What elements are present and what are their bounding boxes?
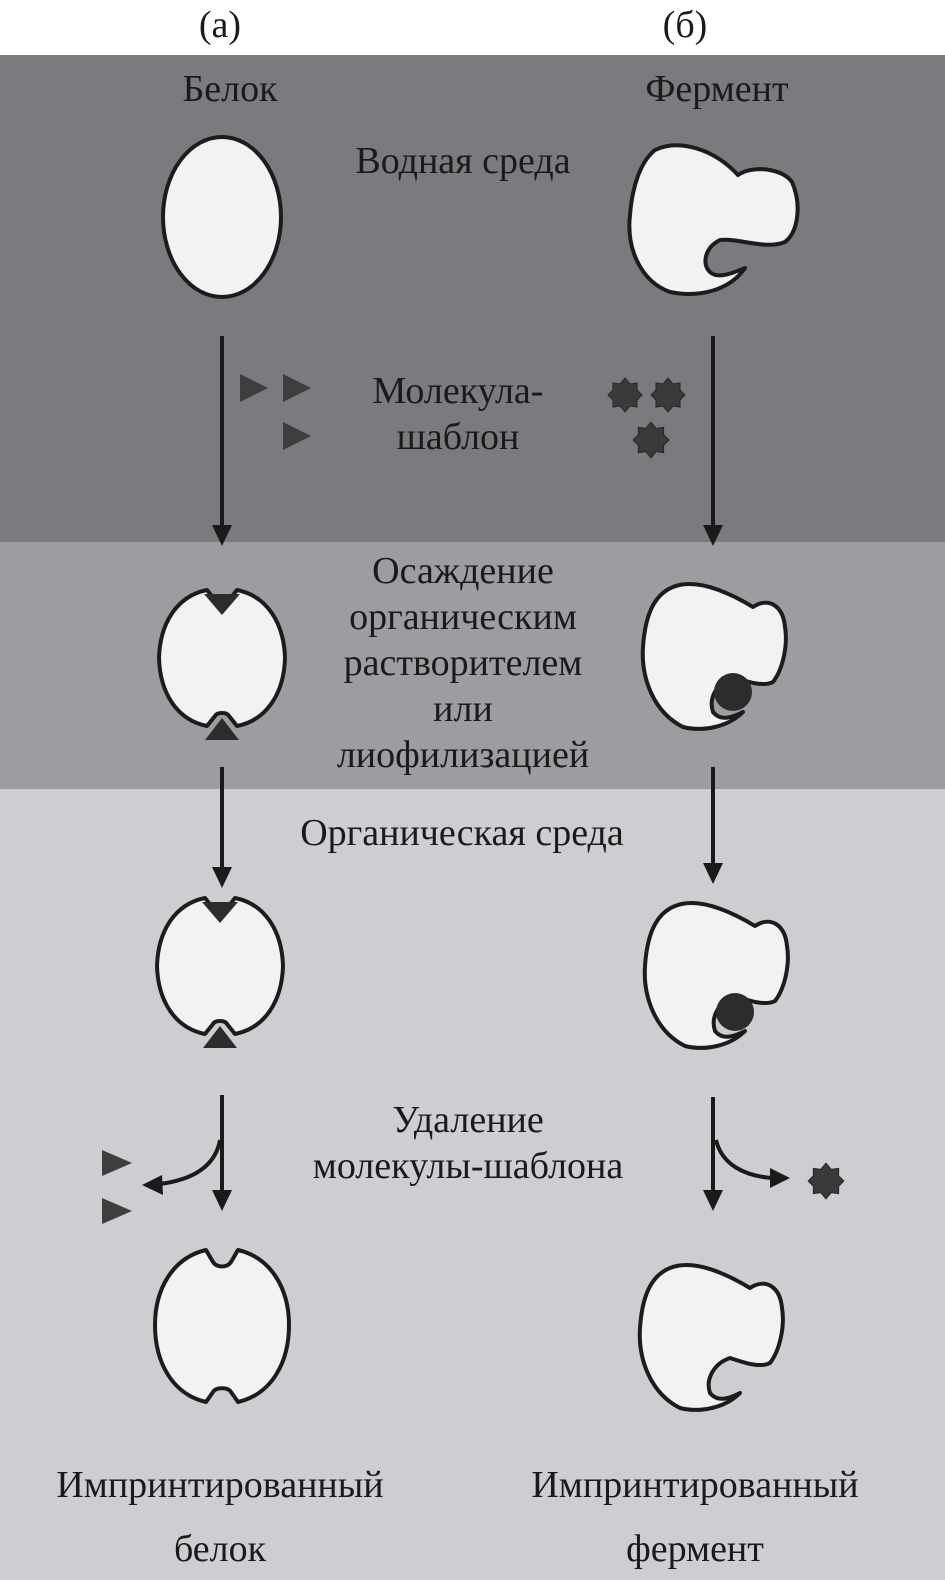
bound-template-triangle-icon (202, 902, 238, 923)
arrow-enzyme-step2 (703, 767, 723, 884)
bound-template-star-icon (714, 673, 752, 711)
imprinted-enzyme-label: Импринтированный фермент (531, 1464, 859, 1570)
protein-column-title: Белок (182, 68, 278, 110)
aqueous-medium-band (0, 55, 945, 542)
panel-b-label: (б) (662, 4, 708, 46)
arrow-protein-step3 (212, 1095, 232, 1211)
bound-template-triangle-icon (205, 718, 239, 740)
precipitation-label: Осаждение органическим растворителем или… (336, 550, 590, 776)
imprinted-enzyme-shape (637, 1263, 785, 1412)
native-enzyme-shape (627, 143, 800, 296)
enzyme-with-template-shape (640, 582, 788, 731)
bound-template-triangle-icon (204, 594, 240, 615)
arrow-enzyme-step3 (703, 1097, 723, 1211)
arrow-protein-step2 (212, 767, 232, 888)
enzyme-in-organic-shape (642, 901, 790, 1050)
native-protein-shape (161, 135, 283, 299)
arrow-enzyme-step1 (703, 336, 723, 546)
released-template-triangle-icon (102, 1198, 132, 1224)
aqueous-medium-label: Водная среда (355, 140, 571, 182)
template-triangle-icon (240, 374, 268, 402)
released-template-star-icon (807, 1162, 845, 1200)
template-triangle-icon (283, 374, 311, 402)
imprinted-protein-shape (153, 1248, 291, 1404)
template-molecule-label: Молекула- шаблон (372, 370, 544, 458)
released-template-triangle-icon (102, 1150, 132, 1176)
template-star-icon (650, 377, 686, 413)
organic-medium-label: Органическая среда (300, 812, 624, 854)
template-triangle-icon (283, 422, 311, 450)
arrow-enzyme-template-release (714, 1139, 790, 1188)
bound-template-triangle-icon (203, 1026, 237, 1048)
bound-template-star-icon (716, 993, 754, 1031)
enzyme-column-title: Фермент (645, 68, 789, 110)
template-removal-label: Удаление молекулы-шаблона (312, 1099, 624, 1187)
template-star-icon (632, 421, 670, 459)
panel-a-label: (а) (198, 4, 242, 46)
arrow-protein-template-release (142, 1139, 222, 1195)
template-star-icon (607, 377, 643, 413)
arrow-protein-step1 (212, 336, 232, 546)
imprinted-protein-label: Импринтированный белок (56, 1464, 384, 1570)
